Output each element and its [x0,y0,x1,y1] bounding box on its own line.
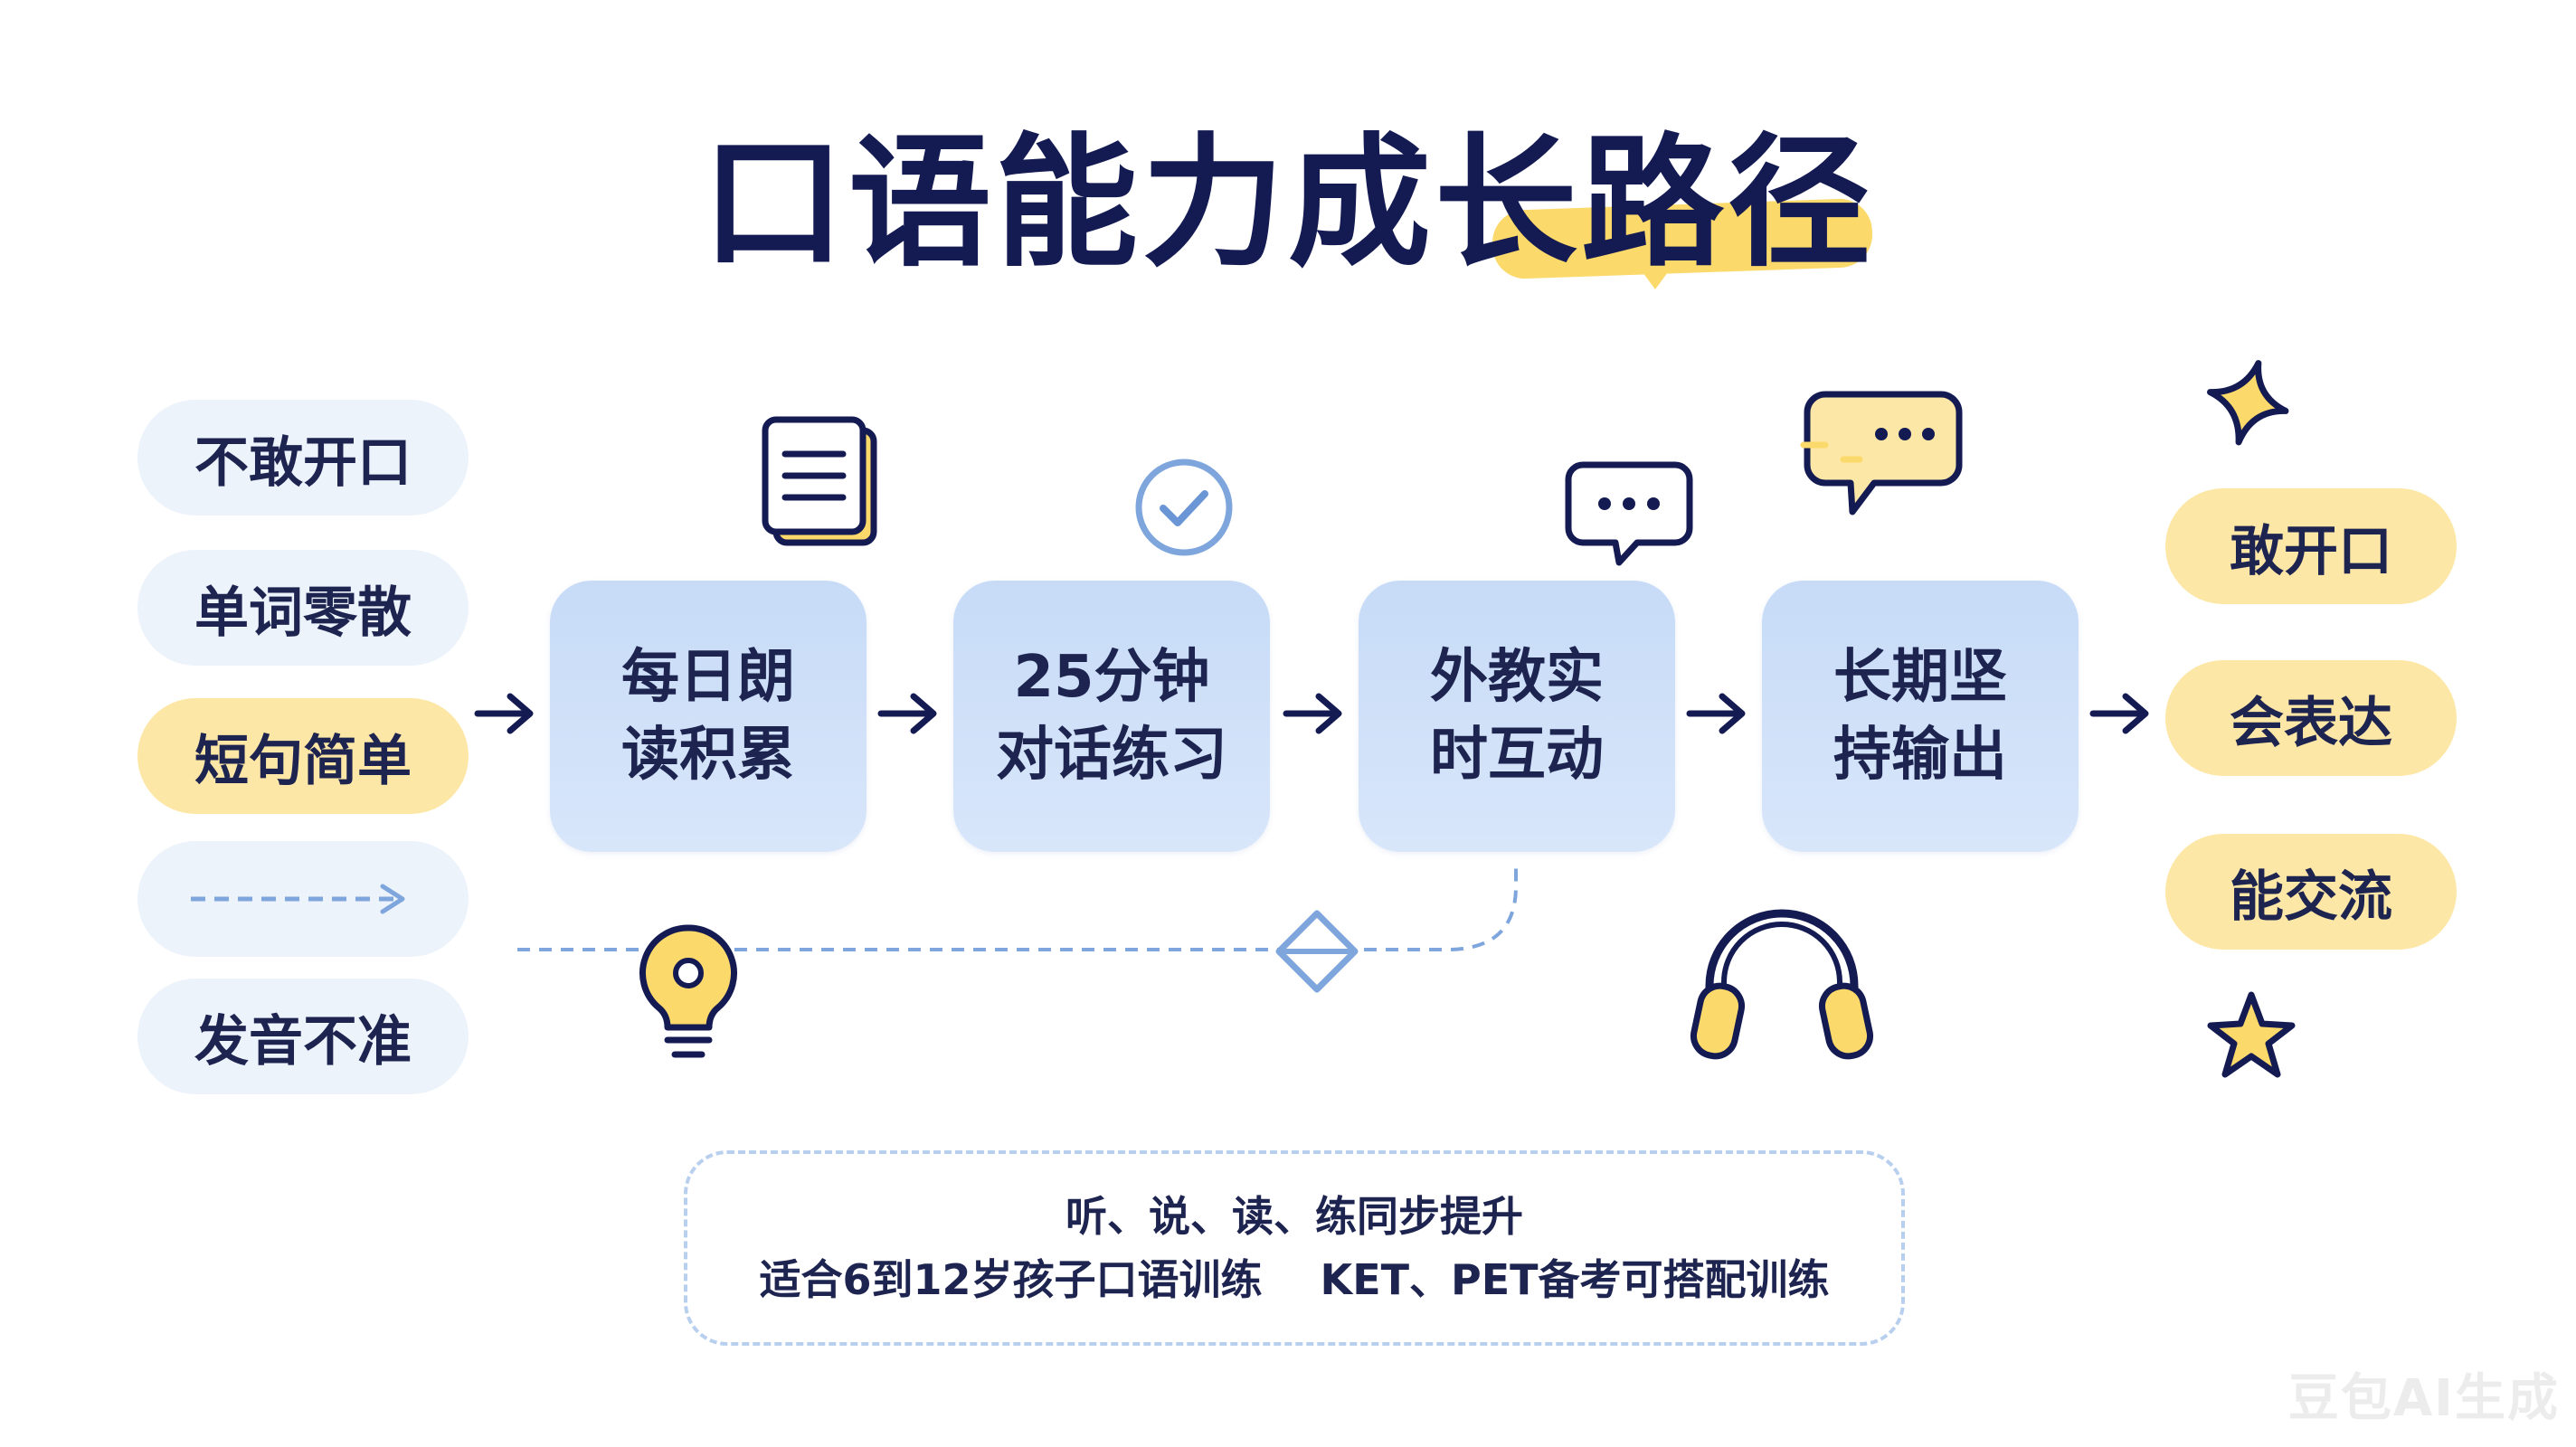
left-item-label: 单词零散 [194,581,412,645]
step-1: 25分钟 对话练习 [953,581,1270,852]
arrow-icon [1283,693,1342,734]
title-highlight-tail [1635,262,1675,289]
step-3: 长期坚 持输出 [1762,581,2079,852]
watermark: 豆包AI生成 [2287,1369,2560,1428]
headphones-icon [1688,895,1876,1067]
left-item-0: 不敢开口 [137,400,469,515]
arrow-icon [2089,693,2149,734]
outcome-2: 能交流 [2165,834,2457,950]
arrow-icon [474,693,534,734]
left-item-1: 单词零散 [137,550,469,666]
step-0: 每日朗 读积累 [550,581,867,852]
chat-bubble-icon [1563,458,1695,570]
summary-note: 听、说、读、练同步提升 适合6到12岁孩子口语训练 KET、PET备考可搭配训练 [684,1150,1905,1346]
outcome-1: 会表达 [2165,660,2457,776]
outcome-0: 敢开口 [2165,488,2457,604]
note-line-1: 听、说、读、练同步提升 [1065,1192,1523,1241]
title-area: 口语能力成长路径 [0,118,2576,298]
speech-bubble-icon [1798,387,1970,519]
left-item-label: 短句简单 [194,729,412,793]
checkmark-circle-icon [1132,456,1236,559]
step-2: 外教实 时互动 [1359,581,1675,852]
lightbulb-icon [631,921,745,1065]
page-title: 口语能力成长路径 [702,120,1874,287]
left-item-label: 发音不准 [194,1009,412,1073]
left-item-4: 发音不准 [137,979,469,1094]
dashed-arrow-icon [191,884,405,914]
left-item-2: 短句简单 [137,698,469,814]
left-item-3 [137,841,469,957]
diamond-icon [1274,908,1360,995]
arrow-icon [1686,693,1746,734]
note-line-2: 适合6到12岁孩子口语训练 KET、PET备考可搭配训练 [759,1255,1830,1304]
star-icon [2200,355,2296,450]
arrow-icon [877,693,937,734]
document-icon [758,414,885,550]
dashed-connector [517,868,1518,951]
left-item-label: 不敢开口 [194,430,412,495]
star-icon [2203,988,2299,1083]
